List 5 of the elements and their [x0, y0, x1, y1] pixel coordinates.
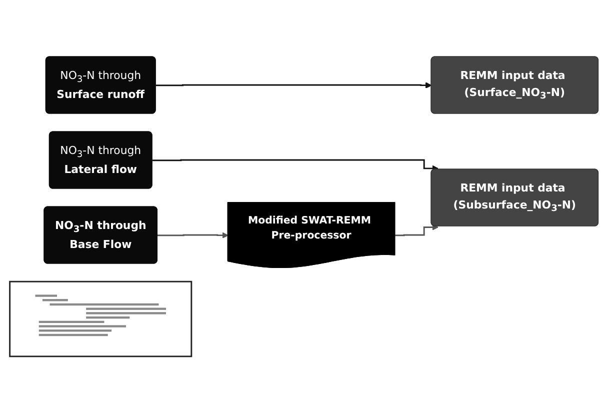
arrow: [157, 232, 228, 238]
arrow: [155, 82, 432, 88]
arrow: [394, 224, 438, 236]
arrow: [152, 158, 438, 172]
node-picture: [8, 280, 192, 357]
